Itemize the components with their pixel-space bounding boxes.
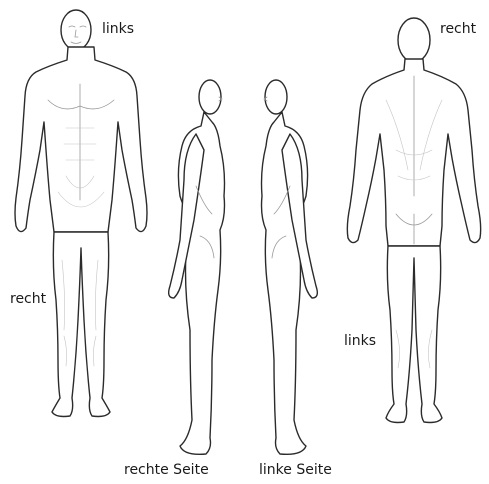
back-legs — [386, 246, 442, 423]
back-head — [398, 18, 430, 62]
label-back-left: links — [344, 334, 376, 348]
right-side-head — [199, 80, 221, 114]
label-front-left: links — [102, 22, 134, 36]
left-side-body-figure — [262, 80, 318, 454]
front-body-figure — [15, 10, 147, 417]
front-legs — [52, 232, 110, 417]
front-torso-arms — [15, 47, 147, 232]
back-body-figure — [347, 18, 480, 423]
left-side-head — [265, 80, 287, 114]
label-right-side: rechte Seite — [124, 463, 209, 477]
right-side-body-figure — [169, 80, 225, 454]
label-left-side: linke Seite — [259, 463, 332, 477]
label-back-right: recht — [440, 22, 476, 36]
label-front-right: recht — [10, 292, 46, 306]
